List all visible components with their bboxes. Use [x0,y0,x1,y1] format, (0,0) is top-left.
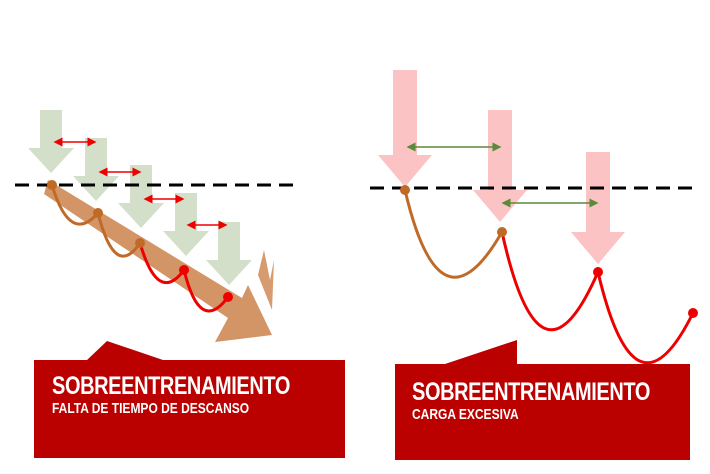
pink-load-arrows [378,70,625,264]
left-panel-graphic [15,110,300,342]
performance-curve [50,184,230,313]
left-label-title: SOBREENTRENAMIENTO [52,372,291,400]
down-arrow-icon [473,110,527,222]
down-arrow-icon [73,138,119,201]
down-arrow-icon [118,165,164,228]
down-arrow-icon [571,152,625,264]
down-arrow-icon [206,222,252,285]
right-panel-graphic [370,70,700,365]
rest-interval-arrows [53,137,228,230]
down-arrow-icon [163,193,209,256]
performance-curve [403,189,695,365]
interval-arrows [406,142,599,208]
right-label-title: SOBREENTRENAMIENTO [412,378,651,406]
left-label-subtitle: FALTA DE TIEMPO DE DESCANSO [52,400,250,417]
right-label-box [395,340,690,460]
right-label-subtitle: CARGA EXCESIVA [412,406,519,423]
down-arrow-icon [378,70,432,187]
left-label-box [34,341,345,458]
down-arrow-icon [28,110,74,173]
